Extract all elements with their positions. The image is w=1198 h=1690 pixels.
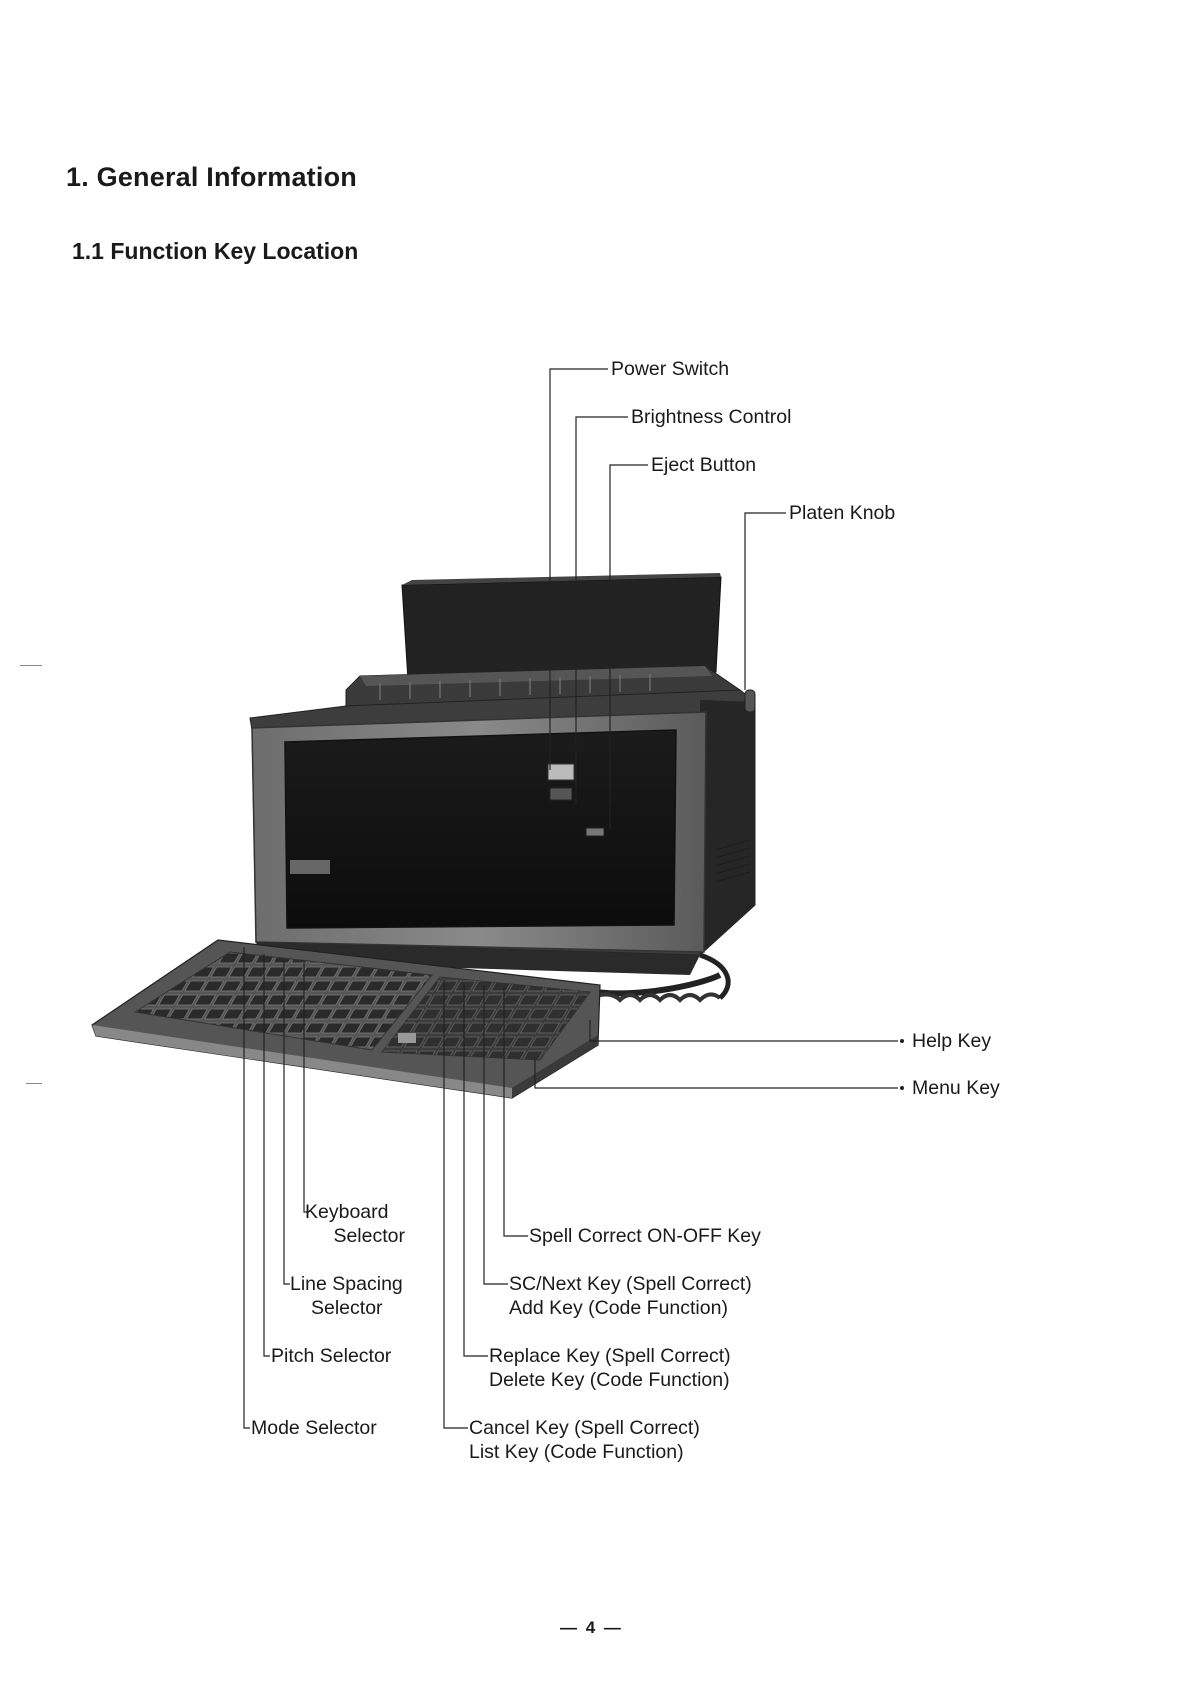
cancel-line2: List Key (Code Function) [469,1441,684,1463]
scan-mark [26,1083,42,1084]
keyboard-selector-line2: Selector [333,1225,405,1247]
replace-line1: Replace Key (Spell Correct) [489,1345,731,1367]
line-spacing-line1: Line Spacing [290,1273,403,1295]
cancel-line1: Cancel Key (Spell Correct) [469,1417,700,1439]
scan-mark [20,665,42,666]
label-spell-correct-key: Spell Correct ON-OFF Key [529,1225,761,1247]
sc-next-line2: Add Key (Code Function) [509,1297,728,1319]
label-line-spacing-selector: Line Spacing Selector [290,1272,420,1320]
label-pitch-selector: Pitch Selector [271,1345,392,1367]
label-brightness-control: Brightness Control [631,406,792,428]
keyboard [91,939,601,1099]
label-sc-next-key: SC/Next Key (Spell Correct) Add Key (Cod… [509,1272,752,1320]
label-keyboard-selector: Keyboard Selector [305,1200,405,1248]
label-help-key: Help Key [912,1030,992,1052]
section-heading: 1. General Information [66,162,357,192]
label-platen-knob: Platen Knob [789,502,896,524]
line-spacing-line2: Selector [311,1297,383,1319]
keyboard-selector-line1: Keyboard [305,1201,389,1223]
label-mode-selector: Mode Selector [251,1417,377,1439]
page-number: — 4 — [560,1618,623,1637]
label-cancel-key: Cancel Key (Spell Correct) List Key (Cod… [469,1416,700,1464]
label-menu-key: Menu Key [912,1077,1000,1099]
label-replace-key: Replace Key (Spell Correct) Delete Key (… [489,1344,731,1392]
power-switch-knob [547,763,575,781]
sc-next-line1: SC/Next Key (Spell Correct) [509,1273,752,1295]
paper-cover [401,573,722,681]
replace-line2: Delete Key (Code Function) [489,1369,730,1391]
subsection-heading: 1.1 Function Key Location [72,238,359,264]
monitor-body [249,689,756,956]
leader-lines [243,368,898,1429]
label-eject-button: Eject Button [651,454,757,476]
cable [256,942,731,1003]
platen-knob-shape [744,689,756,713]
label-power-switch: Power Switch [611,358,730,380]
